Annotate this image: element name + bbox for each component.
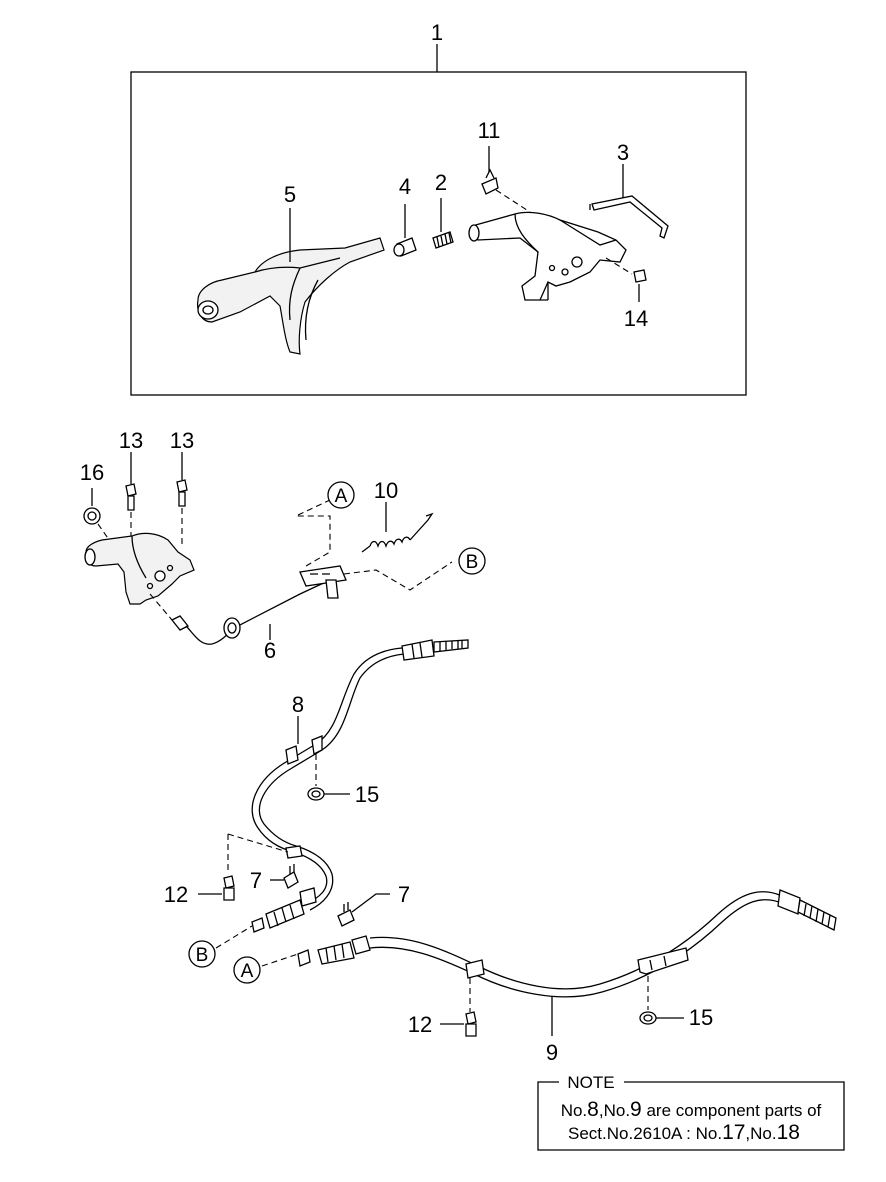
push-button-part-4 (393, 237, 417, 257)
bolt-part-14 (605, 257, 647, 283)
rear-cable-part-9 (297, 889, 837, 998)
callout-13-right: 13 (170, 428, 194, 453)
callout-12-lower: 12 (408, 1012, 432, 1037)
callout-13-left: 13 (119, 428, 143, 453)
connector-b-top: B (458, 547, 486, 575)
connector-a-top: A (327, 481, 355, 509)
bolt-part-13-right (176, 479, 188, 548)
lever-cover-part-5 (197, 237, 385, 355)
return-spring-part-10 (361, 512, 434, 553)
rear-cable-part-8 (251, 639, 469, 933)
nut-part-16 (83, 507, 101, 525)
note-title: NOTE (567, 1073, 614, 1092)
callout-4: 4 (399, 174, 411, 199)
connector-b-bottom: B (188, 940, 216, 968)
callout-3: 3 (617, 140, 629, 165)
callout-14: 14 (624, 306, 648, 331)
svg-text:B: B (466, 552, 479, 573)
bolt-part-13-left (125, 483, 137, 540)
assembly-box (130, 44, 747, 396)
clip-part-7-right (337, 893, 390, 927)
callout-9: 9 (546, 1040, 558, 1065)
callout-10: 10 (374, 478, 398, 503)
callout-6: 6 (264, 638, 276, 663)
callout-16: 16 (80, 460, 104, 485)
callout-15-upper: 15 (355, 782, 379, 807)
callout-11: 11 (478, 118, 501, 143)
bolt-part-12-lower (440, 978, 477, 1037)
callout-7-left: 7 (250, 868, 262, 893)
parking-brake-lever-assembly (84, 532, 195, 605)
clip-part-11 (481, 168, 499, 195)
parking-brake-lever-body (468, 211, 627, 301)
release-rod-part-3 (589, 195, 669, 239)
svg-text:B: B (196, 945, 209, 966)
callout-5: 5 (284, 182, 296, 207)
button-spring-part-2 (432, 231, 454, 249)
nut-part-15-lower (639, 976, 684, 1025)
callout-7-right: 7 (398, 882, 410, 907)
callout-12-upper: 12 (164, 882, 188, 907)
nut-part-15-upper (307, 754, 350, 801)
bolt-part-12-upper (198, 833, 289, 901)
note-box: NOTE No.8,No.9 are component parts of Se… (537, 1073, 845, 1151)
connector-a-bottom: A (233, 956, 261, 984)
callout-2: 2 (435, 170, 447, 195)
note-line-2: Sect.No.2610A : No.17,No.18 (568, 1121, 800, 1144)
callout-1: 1 (431, 20, 443, 45)
svg-text:A: A (335, 486, 348, 507)
note-line-1: No.8,No.9 are component parts of (561, 1098, 822, 1121)
svg-text:A: A (241, 961, 254, 982)
callout-15-lower: 15 (689, 1005, 713, 1030)
callout-8: 8 (292, 692, 304, 717)
clip-part-7-left (270, 864, 299, 889)
front-cable-part-6 (149, 565, 347, 645)
